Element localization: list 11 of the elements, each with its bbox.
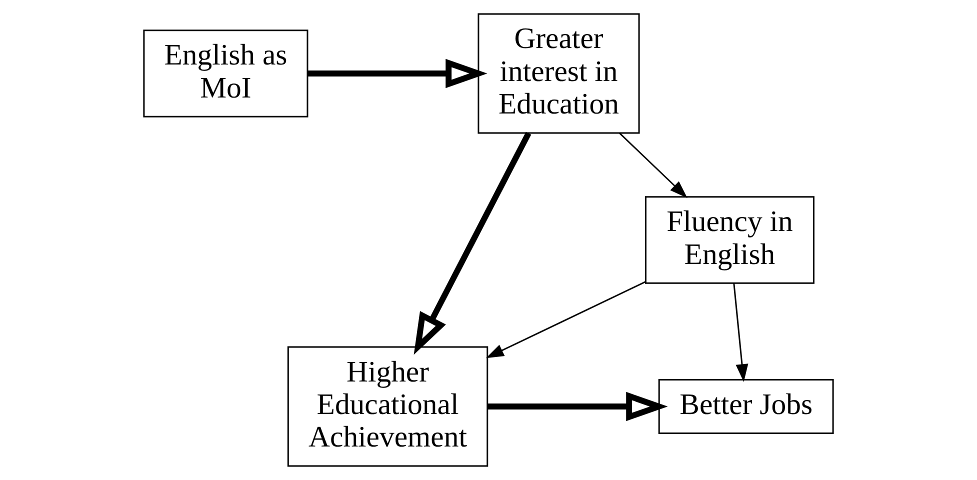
arrow bbox=[414, 132, 532, 355]
node-box: Greater interest in Education bbox=[478, 13, 640, 134]
arrow bbox=[308, 58, 488, 88]
node-box: Better Jobs bbox=[658, 379, 834, 434]
node-box: Higher Educational Achievement bbox=[287, 346, 488, 467]
node-box: English as MoI bbox=[143, 30, 308, 118]
arrow bbox=[619, 132, 688, 198]
arrow bbox=[488, 392, 668, 422]
arrow bbox=[486, 281, 646, 358]
node-box: Fluency in English bbox=[644, 196, 814, 284]
arrow bbox=[733, 283, 748, 382]
